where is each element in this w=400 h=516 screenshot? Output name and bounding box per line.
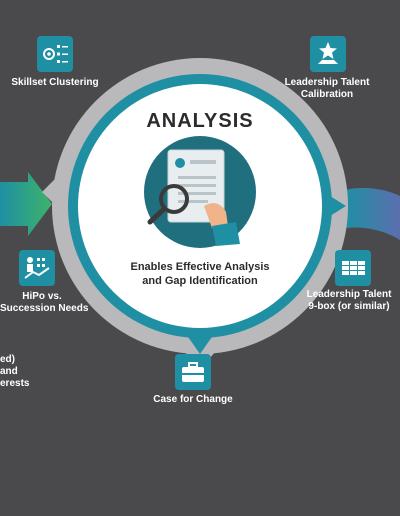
- teal-notch-right: [330, 196, 346, 216]
- leadership-calibration-label: Leadership Talent Calibration: [274, 77, 380, 101]
- hipo-succession-line2: Succession Needs: [0, 303, 89, 314]
- nine-box-line2: 9-box (or similar): [308, 301, 390, 312]
- case-for-change-line1: Case for Change: [153, 394, 233, 405]
- ring-notch-left: [42, 178, 56, 206]
- gear-checklist-icon: [37, 36, 73, 72]
- skillset-clustering-line1: Skillset Clustering: [11, 77, 99, 88]
- left-cutoff-line1: ed): [0, 354, 15, 365]
- left-arrow: [0, 172, 52, 236]
- hipo-succession-line1: HiPo vs.: [22, 291, 62, 302]
- skillset-clustering-label: Skillset Clustering: [5, 77, 105, 89]
- star-balance-icon: [310, 36, 346, 72]
- document-magnifier-illustration: [144, 136, 256, 248]
- leadership-calibration-line1: Leadership Talent: [284, 77, 370, 88]
- nine-box-line1: Leadership Talent: [306, 289, 392, 300]
- case-for-change-label: Case for Change: [143, 394, 243, 406]
- left-cutoff-line2: and: [0, 366, 18, 377]
- briefcase-icon: [175, 354, 211, 390]
- leadership-calibration-line2: Calibration: [300, 89, 354, 100]
- left-cutoff-label: ed) and erests: [0, 354, 29, 390]
- right-arrow: [344, 188, 400, 240]
- nine-box-label: Leadership Talent 9-box (or similar): [298, 289, 400, 313]
- grid-icon: [335, 250, 371, 286]
- center-subtitle-line2: and Gap Identification: [142, 275, 258, 287]
- hipo-succession-label: HiPo vs. Succession Needs: [0, 291, 89, 315]
- teal-notch-bottom: [186, 334, 214, 354]
- center-subtitle: Enables Effective Analysis and Gap Ident…: [110, 260, 290, 288]
- org-chart-icon: [19, 250, 55, 286]
- left-cutoff-line3: erests: [0, 378, 30, 389]
- center-subtitle-line1: Enables Effective Analysis: [130, 261, 270, 273]
- center-title: ANALYSIS: [146, 110, 254, 132]
